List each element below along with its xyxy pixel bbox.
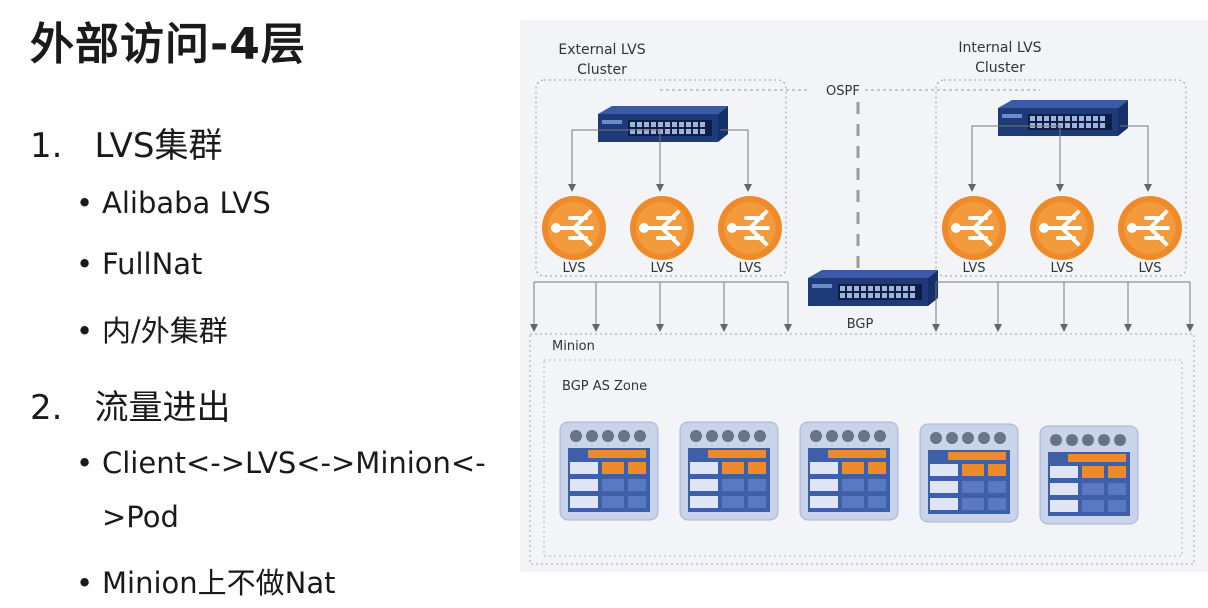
lvs-icon xyxy=(628,194,696,262)
slide-title: 外部访问-4层 xyxy=(30,19,306,70)
lvs-label: LVS xyxy=(1139,261,1162,276)
external-switch-icon xyxy=(598,106,728,142)
bullet-continuation: >Pod xyxy=(102,500,179,534)
bullet-icon: • xyxy=(76,314,94,348)
ospf-label: OSPF xyxy=(826,84,860,99)
lvs-network-diagram: OSPF External LVS Cluster Internal LVS C… xyxy=(520,20,1208,572)
bullet-item: •Alibaba LVS xyxy=(76,186,271,220)
list-text: LVS集群 xyxy=(94,126,223,166)
minion-node xyxy=(559,421,659,521)
internal-cluster-title: Internal LVS xyxy=(958,40,1041,56)
external-cluster-box xyxy=(535,79,787,277)
minion-node xyxy=(1039,425,1139,525)
lvs-icon xyxy=(1116,194,1184,262)
list-number: 1. xyxy=(30,126,63,166)
lvs-label: LVS xyxy=(563,261,586,276)
svg-text:Cluster: Cluster xyxy=(975,60,1025,76)
bullet-icon: • xyxy=(76,566,94,600)
bullet-icon: • xyxy=(76,446,94,480)
bullet-item: •内/外集群 xyxy=(76,314,228,348)
list-number: 2. xyxy=(30,388,63,428)
bgp-label: BGP xyxy=(847,317,874,332)
internal-cluster-box xyxy=(935,79,1187,277)
lvs-icon xyxy=(940,194,1008,262)
lvs-icon xyxy=(540,194,608,262)
minion-node xyxy=(679,421,779,521)
bgp-as-zone-label: BGP AS Zone xyxy=(562,379,647,394)
lvs-label: LVS xyxy=(651,261,674,276)
bullet-item: •Client<->LVS<->Minion<- xyxy=(76,446,486,480)
list-item-2: 2. 流量进出 xyxy=(30,380,230,429)
lvs-label: LVS xyxy=(963,261,986,276)
bullet-item: •Minion上不做Nat xyxy=(76,566,336,600)
external-cluster-title: External LVS xyxy=(558,42,645,58)
minion-node xyxy=(919,423,1019,523)
bullet-icon: • xyxy=(76,186,94,220)
lvs-label: LVS xyxy=(739,261,762,276)
list-item-1: 1. LVS集群 xyxy=(30,118,223,167)
minion-node xyxy=(799,421,899,521)
list-text: 流量进出 xyxy=(94,388,231,428)
lvs-icon xyxy=(1028,194,1096,262)
bgp-as-zone-box xyxy=(543,359,1183,557)
minion-box xyxy=(529,333,1195,565)
lvs-icon xyxy=(716,194,784,262)
lvs-label: LVS xyxy=(1051,261,1074,276)
svg-text:Cluster: Cluster xyxy=(577,62,627,78)
bgp-switch-icon xyxy=(808,270,938,306)
bullet-item: •FullNat xyxy=(76,247,203,281)
internal-switch-icon xyxy=(998,100,1128,136)
bullet-icon: • xyxy=(76,247,94,281)
minion-label: Minion xyxy=(552,339,595,354)
